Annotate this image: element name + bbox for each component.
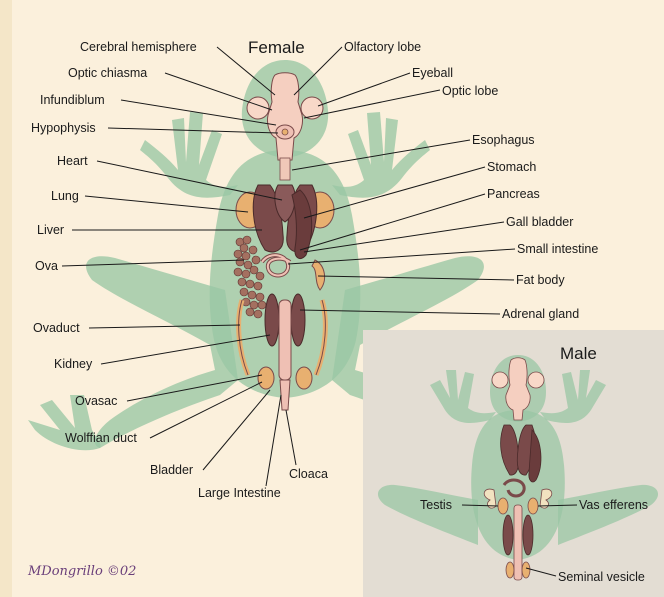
label-olfactory-lobe: Olfactory lobe bbox=[344, 40, 421, 54]
label-fat-body: Fat body bbox=[516, 273, 565, 287]
label-kidney: Kidney bbox=[54, 357, 93, 371]
female-title: Female bbox=[248, 38, 305, 57]
label-hypophysis: Hypophysis bbox=[31, 121, 96, 135]
label-pancreas: Pancreas bbox=[487, 187, 540, 201]
label-vas-efferens: Vas efferens bbox=[579, 498, 648, 512]
label-lung: Lung bbox=[51, 189, 79, 203]
label-large-intestine: Large Intestine bbox=[198, 486, 281, 500]
label-ovasac: Ovasac bbox=[75, 394, 117, 408]
label-cerebral-hemisphere: Cerebral hemisphere bbox=[80, 40, 197, 54]
label-stomach: Stomach bbox=[487, 160, 536, 174]
label-eyeball: Eyeball bbox=[412, 66, 453, 80]
label-ova: Ova bbox=[35, 259, 58, 273]
label-seminal-vesicle: Seminal vesicle bbox=[558, 570, 645, 584]
label-gall-bladder: Gall bladder bbox=[506, 215, 573, 229]
label-ovaduct: Ovaduct bbox=[33, 321, 80, 335]
male-title: Male bbox=[560, 344, 597, 363]
label-small-intestine: Small intestine bbox=[517, 242, 598, 256]
label-liver: Liver bbox=[37, 223, 64, 237]
label-testis: Testis bbox=[420, 498, 452, 512]
label-infundiblum: Infundiblum bbox=[40, 93, 105, 107]
label-wolffian-duct: Wolffian duct bbox=[65, 431, 137, 445]
label-optic-chiasma: Optic chiasma bbox=[68, 66, 147, 80]
label-cloaca: Cloaca bbox=[289, 467, 328, 481]
left-accent-strip bbox=[0, 0, 12, 597]
label-heart: Heart bbox=[57, 154, 88, 168]
label-bladder: Bladder bbox=[150, 463, 193, 477]
label-optic-lobe: Optic lobe bbox=[442, 84, 498, 98]
label-adrenal-gland: Adrenal gland bbox=[502, 307, 579, 321]
artist-signature: MDongrillo ©02 bbox=[27, 564, 136, 579]
male-panel bbox=[363, 330, 664, 597]
label-esophagus: Esophagus bbox=[472, 133, 535, 147]
female-eyeball-right bbox=[301, 97, 323, 119]
